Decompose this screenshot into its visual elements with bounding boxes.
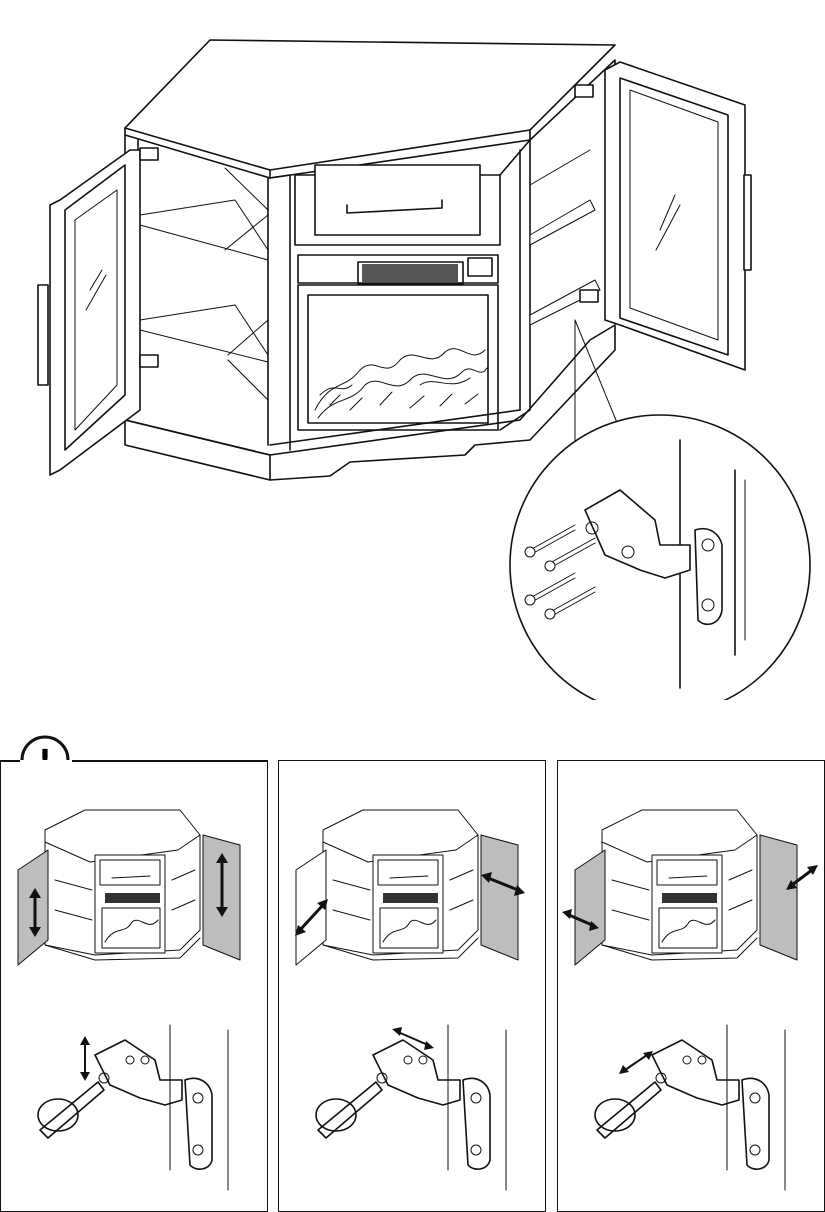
cabinet-illustration [37, 39, 811, 700]
double-arrow-horizontal-icon [392, 1027, 434, 1050]
panel-3-cabinet [562, 809, 818, 1191]
hinge-icon [139, 84, 599, 368]
panel-illustrations [17, 809, 818, 1191]
panel-1-cabinet [17, 809, 241, 1191]
panel-2-cabinet [295, 809, 525, 1191]
double-arrow-diagonal-icon [619, 1051, 653, 1074]
double-arrow-horizontal-icon [295, 872, 525, 936]
hinge-detail-icon [584, 489, 723, 626]
double-arrow-diagonal-icon [562, 865, 818, 931]
double-arrow-vertical-icon [80, 1036, 90, 1081]
screws-icon [524, 524, 596, 620]
flame-graphic-icon [314, 348, 488, 419]
heater-vent-icon [362, 264, 458, 282]
double-arrow-vertical-icon [29, 853, 228, 937]
